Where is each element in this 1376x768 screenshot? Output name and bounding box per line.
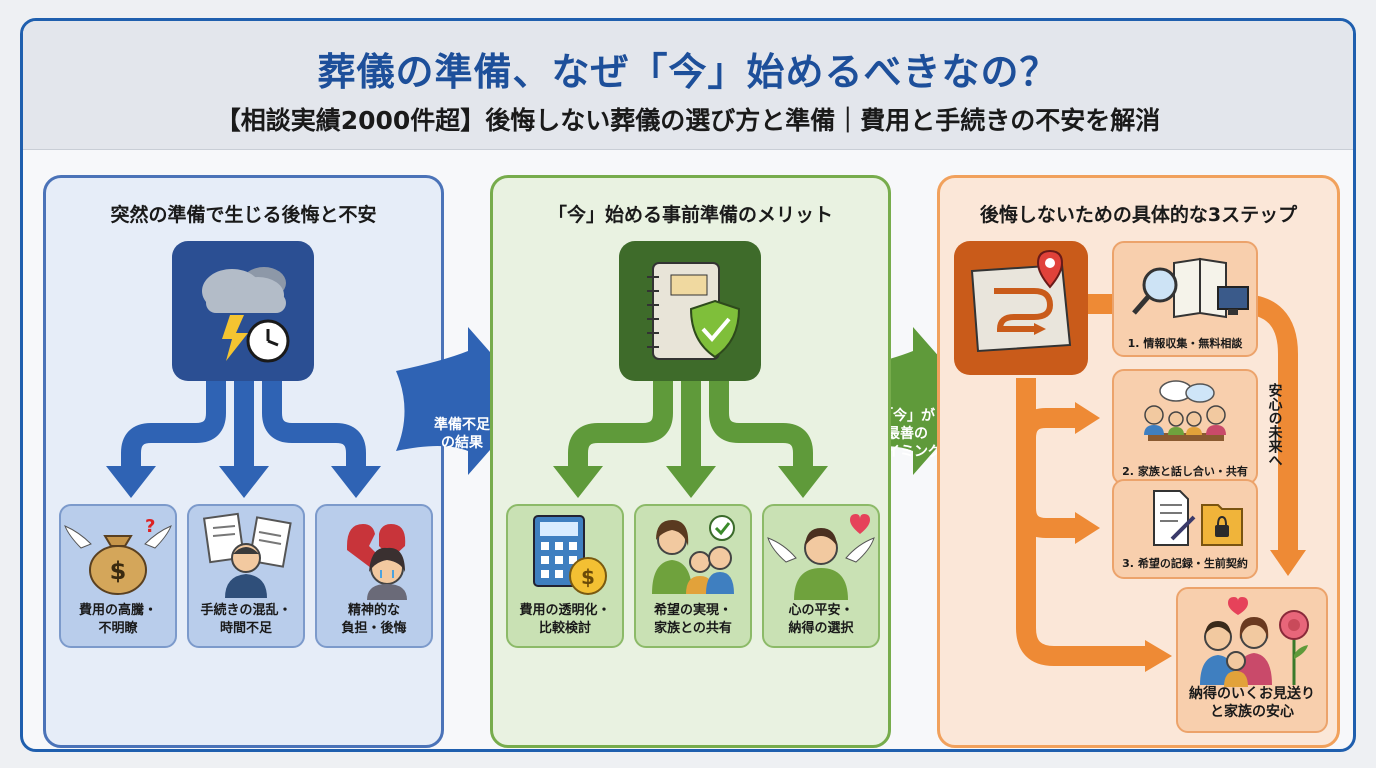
card-label-line: 家族との共有 [654, 621, 732, 636]
storm-cloud-graphic [202, 267, 290, 363]
panel-regrets: 突然の準備で生じる後悔と不安 [43, 175, 444, 748]
goal-label-line: と家族の安心 [1210, 704, 1294, 720]
side-label-text: 安心の未来へ [1266, 383, 1283, 467]
step-2-card: 2. 家族と話し合い・共有 [1112, 369, 1258, 485]
card-label-line: 費用の透明化・ [519, 603, 611, 618]
panel-merits-arrows [553, 378, 828, 498]
svg-text:$: $ [581, 565, 595, 589]
connector-label-1: 準備不足 の結果 [407, 416, 517, 452]
page-subtitle: 【相談実績2000件超】後悔しない葬儀の選び方と準備｜費用と手続きの不安を解消 [215, 106, 1161, 135]
money-bag-icon: $ ? [64, 516, 172, 595]
card-peace-of-mind: 心の平安・ 納得の選択 [762, 504, 880, 648]
goal-label-line: 納得のいくお見送り [1189, 686, 1315, 702]
step-3-card: 3. 希望の記録・生前契約 [1112, 479, 1258, 579]
side-label-future: 安心の未来へ [1265, 383, 1283, 472]
calculator-icon: $ [533, 515, 607, 595]
goal-card: 納得のいくお見送り と家族の安心 [1176, 587, 1328, 733]
card-emotional-burden: 精神的な 負担・後悔 [315, 504, 433, 648]
svg-text:?: ? [145, 516, 155, 537]
connector-label-line: 最善の [886, 426, 928, 442]
panel-merits: 「今」始める事前準備のメリット [490, 175, 891, 748]
family-discussion-icon [1144, 380, 1226, 441]
storm-cloud-clock-icon [172, 241, 314, 381]
page-title: 葬儀の準備、なぜ「今」始めるべきなの？ [317, 50, 1059, 94]
broken-heart-icon [347, 524, 407, 600]
magnifier-book-icon [1132, 257, 1249, 319]
card-label-line: 不明瞭 [98, 621, 138, 636]
infographic-frame: 葬儀の準備、なぜ「今」始めるべきなの？ 【相談実績2000件超】後悔しない葬儀の… [20, 18, 1356, 752]
family-check-icon [652, 515, 735, 594]
step-1-card: 1. 情報収集・無料相談 [1112, 241, 1258, 357]
document-folder-icon [1153, 490, 1243, 546]
panel-title: 「今」始める事前準備のメリット [547, 204, 833, 226]
card-label-line: 納得の選択 [788, 621, 854, 636]
step-1-label: 1. 情報収集・無料相談 [1127, 337, 1243, 350]
roadmap-graphic [970, 249, 1072, 353]
card-cost-transparency: $ 費用の透明化・ 比較検討 [506, 504, 624, 648]
card-wish-fulfillment: 希望の実現・ 家族との共有 [634, 504, 752, 648]
card-procedure-confusion: 手続きの混乱・ 時間不足 [187, 504, 305, 648]
connector-label-line: 「今」が [879, 408, 935, 424]
card-label-line: 手続きの混乱・ [200, 603, 292, 618]
card-label-line: 費用の高騰・ [78, 603, 157, 618]
notebook-shield-graphic [647, 262, 741, 360]
happy-family-icon [1200, 597, 1309, 687]
card-label-line: 比較検討 [538, 621, 591, 636]
card-label-line: 負担・後悔 [341, 621, 407, 636]
roadmap-icon [954, 241, 1088, 375]
panel-title: 突然の準備で生じる後悔と不安 [110, 204, 377, 226]
header: 葬儀の準備、なぜ「今」始めるべきなの？ 【相談実績2000件超】後悔しない葬儀の… [23, 21, 1353, 150]
notebook-shield-icon [619, 241, 761, 381]
paperwork-stress-icon [202, 512, 292, 598]
card-label-line: 心の平安・ [788, 603, 854, 618]
panel-title: 後悔しないための具体的な3ステップ [979, 204, 1298, 226]
card-label-line: 精神的な [347, 603, 400, 618]
panel-regrets-arrows [106, 378, 381, 498]
step-2-label: 2. 家族と話し合い・共有 [1122, 465, 1248, 478]
step-3-label: 3. 希望の記録・生前契約 [1122, 557, 1248, 570]
connector-label-line: 準備不足 [434, 417, 490, 433]
card-label-line: 希望の実現・ [653, 603, 732, 618]
panel-steps: 後悔しないための具体的な3ステップ [937, 175, 1340, 748]
card-cost-concern: $ ? 費用の高騰・ 不明瞭 [59, 504, 177, 648]
connector-label-line: の結果 [441, 435, 483, 451]
peaceful-person-icon [767, 514, 875, 600]
card-label-line: 時間不足 [219, 621, 272, 636]
svg-text:$: $ [110, 557, 127, 585]
